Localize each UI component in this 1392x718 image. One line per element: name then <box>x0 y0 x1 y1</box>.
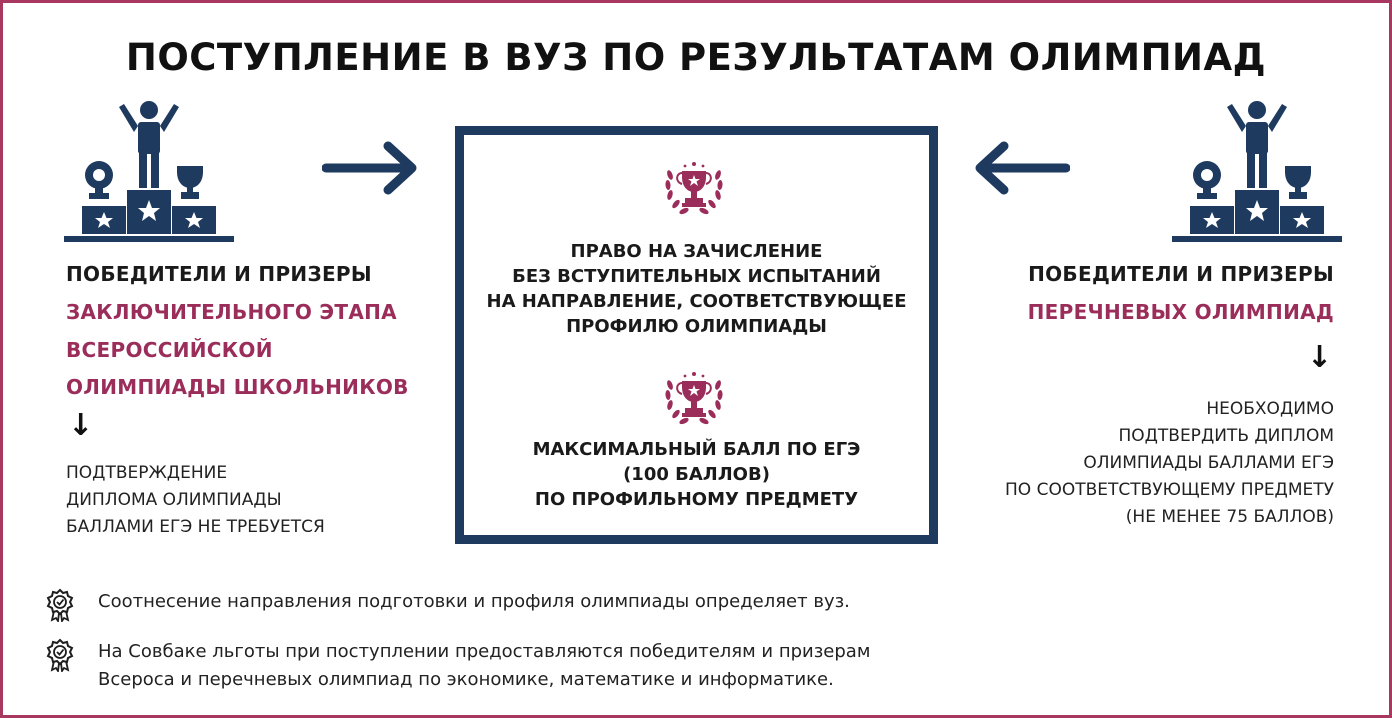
page-title: ПОСТУПЛЕНИЕ В ВУЗ ПО РЕЗУЛЬТАТАМ ОЛИМПИА… <box>125 36 1267 79</box>
footer-item: На Совбаке льготы при поступлении предос… <box>44 638 870 694</box>
footer-text: Соотнесение направления подготовки и про… <box>98 588 850 616</box>
down-arrow-icon: ↓ <box>1306 340 1332 375</box>
text-line: ОЛИМПИАДЫ БАЛЛАМИ ЕГЭ <box>1083 453 1334 473</box>
left-accent-line: ЗАКЛЮЧИТЕЛЬНОГО ЭТАПА <box>66 300 397 324</box>
rosette-check-icon <box>46 588 74 622</box>
text-line: Соотнесение направления подготовки и про… <box>98 591 850 612</box>
left-note: ПОДТВЕРЖДЕНИЕ ДИПЛОМА ОЛИМПИАДЫ БАЛЛАМИ … <box>66 460 325 541</box>
arrow-right-icon <box>322 141 417 195</box>
text-line: НЕОБХОДИМО <box>1206 399 1334 419</box>
text-line: БЕЗ ВСТУПИТЕЛЬНЫХ ИСПЫТАНИЙ <box>512 266 881 287</box>
text-line: ПОДТВЕРДИТЬ ДИПЛОМ <box>1118 426 1334 446</box>
rosette-check-icon <box>46 638 74 672</box>
text-line: ПО ПРОФИЛЬНОМУ ПРЕДМЕТУ <box>534 489 859 510</box>
left-accent-line: ВСЕРОССИЙСКОЙ <box>66 338 273 362</box>
text-line: ДИПЛОМА ОЛИМПИАДЫ <box>66 490 282 510</box>
center-benefits-box: ПРАВО НА ЗАЧИСЛЕНИЕ БЕЗ ВСТУПИТЕЛЬНЫХ ИС… <box>455 126 938 544</box>
right-accent-line: ПЕРЕЧНЕВЫХ ОЛИМПИАД <box>1027 300 1334 324</box>
text-line: ПОДТВЕРЖДЕНИЕ <box>66 463 228 483</box>
footer-text: На Совбаке льготы при поступлении предос… <box>98 638 870 694</box>
text-line: БАЛЛАМИ ЕГЭ НЕ ТРЕБУЕТСЯ <box>66 517 325 537</box>
text-line: МАКСИМАЛЬНЫЙ БАЛЛ ПО ЕГЭ <box>532 439 861 460</box>
laurel-trophy-icon <box>665 162 723 215</box>
left-accent-line: ОЛИМПИАДЫ ШКОЛЬНИКОВ <box>66 375 409 399</box>
text-line: Всероса и перечневых олимпиад по экономи… <box>98 669 834 690</box>
text-line: На Совбаке льготы при поступлении предос… <box>98 641 871 662</box>
left-heading: ПОБЕДИТЕЛИ И ПРИЗЕРЫ <box>66 262 372 286</box>
benefit-admission-text: ПРАВО НА ЗАЧИСЛЕНИЕ БЕЗ ВСТУПИТЕЛЬНЫХ ИС… <box>464 239 929 339</box>
right-heading: ПОБЕДИТЕЛИ И ПРИЗЕРЫ <box>1028 262 1334 286</box>
text-line: ПРАВО НА ЗАЧИСЛЕНИЕ <box>570 241 823 262</box>
podium-winner-icon <box>64 101 234 242</box>
text-line: (100 БАЛЛОВ) <box>623 464 770 485</box>
podium-winner-icon <box>1172 101 1342 242</box>
text-line: (НЕ МЕНЕЕ 75 БАЛЛОВ) <box>1125 507 1334 527</box>
laurel-trophy-icon <box>665 372 723 425</box>
footer-item: Соотнесение направления подготовки и про… <box>44 588 850 622</box>
text-line: НА НАПРАВЛЕНИЕ, СООТВЕТСТВУЮЩЕЕ <box>486 291 907 312</box>
down-arrow-icon: ↓ <box>68 408 94 443</box>
text-line: ПРОФИЛЮ ОЛИМПИАДЫ <box>566 316 827 337</box>
benefit-max-score-text: МАКСИМАЛЬНЫЙ БАЛЛ ПО ЕГЭ (100 БАЛЛОВ) ПО… <box>464 437 929 512</box>
arrow-left-icon <box>975 141 1070 195</box>
text-line: ПО СООТВЕТСТВУЮЩЕМУ ПРЕДМЕТУ <box>1005 480 1334 500</box>
right-note: НЕОБХОДИМО ПОДТВЕРДИТЬ ДИПЛОМ ОЛИМПИАДЫ … <box>1005 396 1334 531</box>
